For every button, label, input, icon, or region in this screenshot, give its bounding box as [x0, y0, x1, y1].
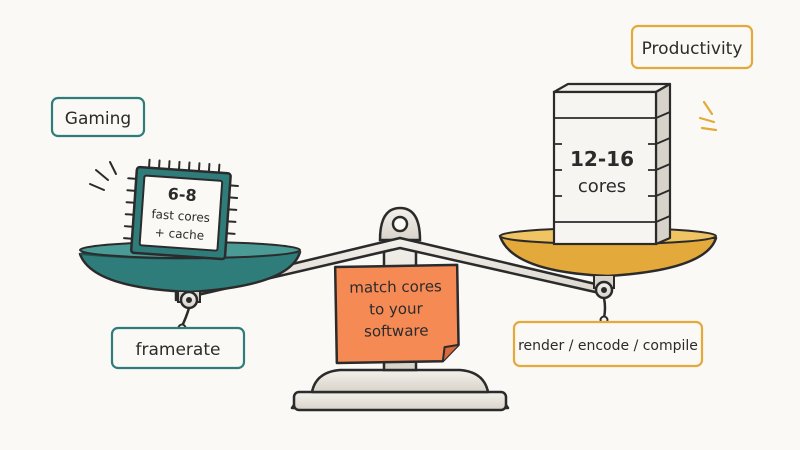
label-framerate: framerate [110, 326, 246, 370]
svg-text:framerate: framerate [136, 340, 221, 360]
stack-line-2: cores [578, 176, 626, 197]
label-productivity: Productivity [630, 24, 754, 70]
sticky-note: match cores to your software [333, 263, 460, 365]
svg-text:Gaming: Gaming [65, 109, 131, 129]
sparkle-marks-right [698, 100, 718, 132]
chip-line-2: fast cores [151, 207, 210, 225]
sparkle-marks-left [89, 161, 117, 191]
note-line-3: software [364, 321, 429, 340]
note-line-1: match cores [349, 277, 442, 297]
core-stack: 12-16 cores [552, 82, 672, 246]
svg-text:render / encode / compile: render / encode / compile [518, 338, 698, 354]
label-render-encode-compile: render / encode / compile [512, 320, 704, 368]
svg-text:Productivity: Productivity [642, 39, 743, 59]
cpu-chip: 6-8 fast cores + cache [123, 158, 239, 261]
stack-line-1: 12-16 [570, 147, 634, 171]
chip-line-3: + cache [154, 225, 204, 242]
chip-line-1: 6-8 [167, 184, 197, 205]
note-line-2: to your [369, 300, 424, 319]
label-gaming: Gaming [50, 96, 146, 138]
